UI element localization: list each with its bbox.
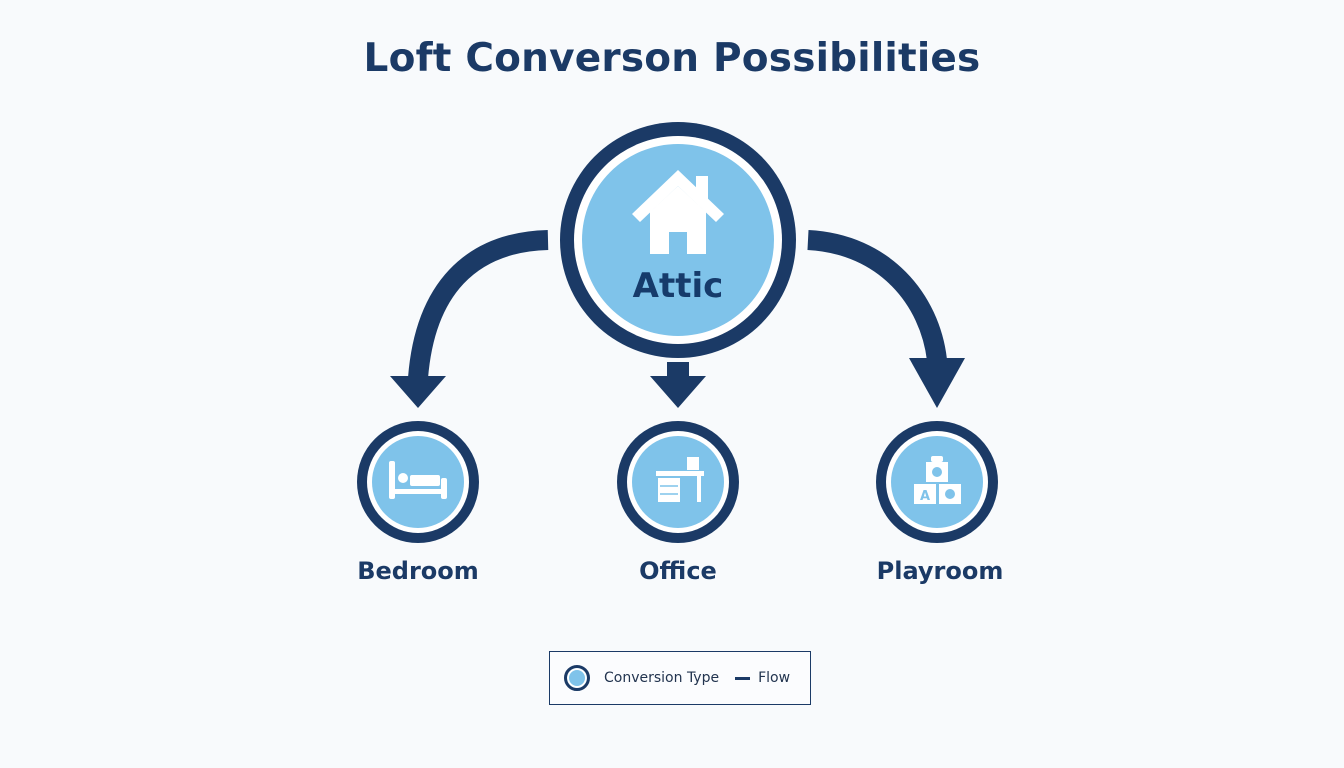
flow-arrow-playroom xyxy=(807,230,965,408)
desk-icon xyxy=(656,457,704,502)
bedroom-label: Bedroom xyxy=(357,557,479,585)
office-label: Office xyxy=(639,557,717,585)
block-letter: A xyxy=(920,489,930,504)
legend-conversion-type-label: Conversion Type xyxy=(604,670,720,686)
flow-arrow-office xyxy=(650,362,706,408)
house-icon xyxy=(632,170,724,254)
playroom-label: Playroom xyxy=(876,557,1004,585)
attic-label: Attic xyxy=(632,266,724,306)
toy-blocks-icon: A xyxy=(914,456,961,504)
node-bedroom[interactable] xyxy=(357,421,479,543)
legend-flow-label: Flow xyxy=(758,670,791,686)
node-attic[interactable] xyxy=(560,122,796,358)
diagram-title: Loft Converson Possibilities xyxy=(363,36,981,81)
flow-arrow-bedroom xyxy=(390,230,549,408)
legend: Conversion Type Flow xyxy=(549,651,811,705)
node-playroom[interactable]: A xyxy=(876,421,998,543)
bed-icon xyxy=(389,461,447,499)
flow-line-icon xyxy=(735,676,751,680)
conversion-type-swatch-icon xyxy=(564,665,590,691)
node-office[interactable] xyxy=(617,421,739,543)
